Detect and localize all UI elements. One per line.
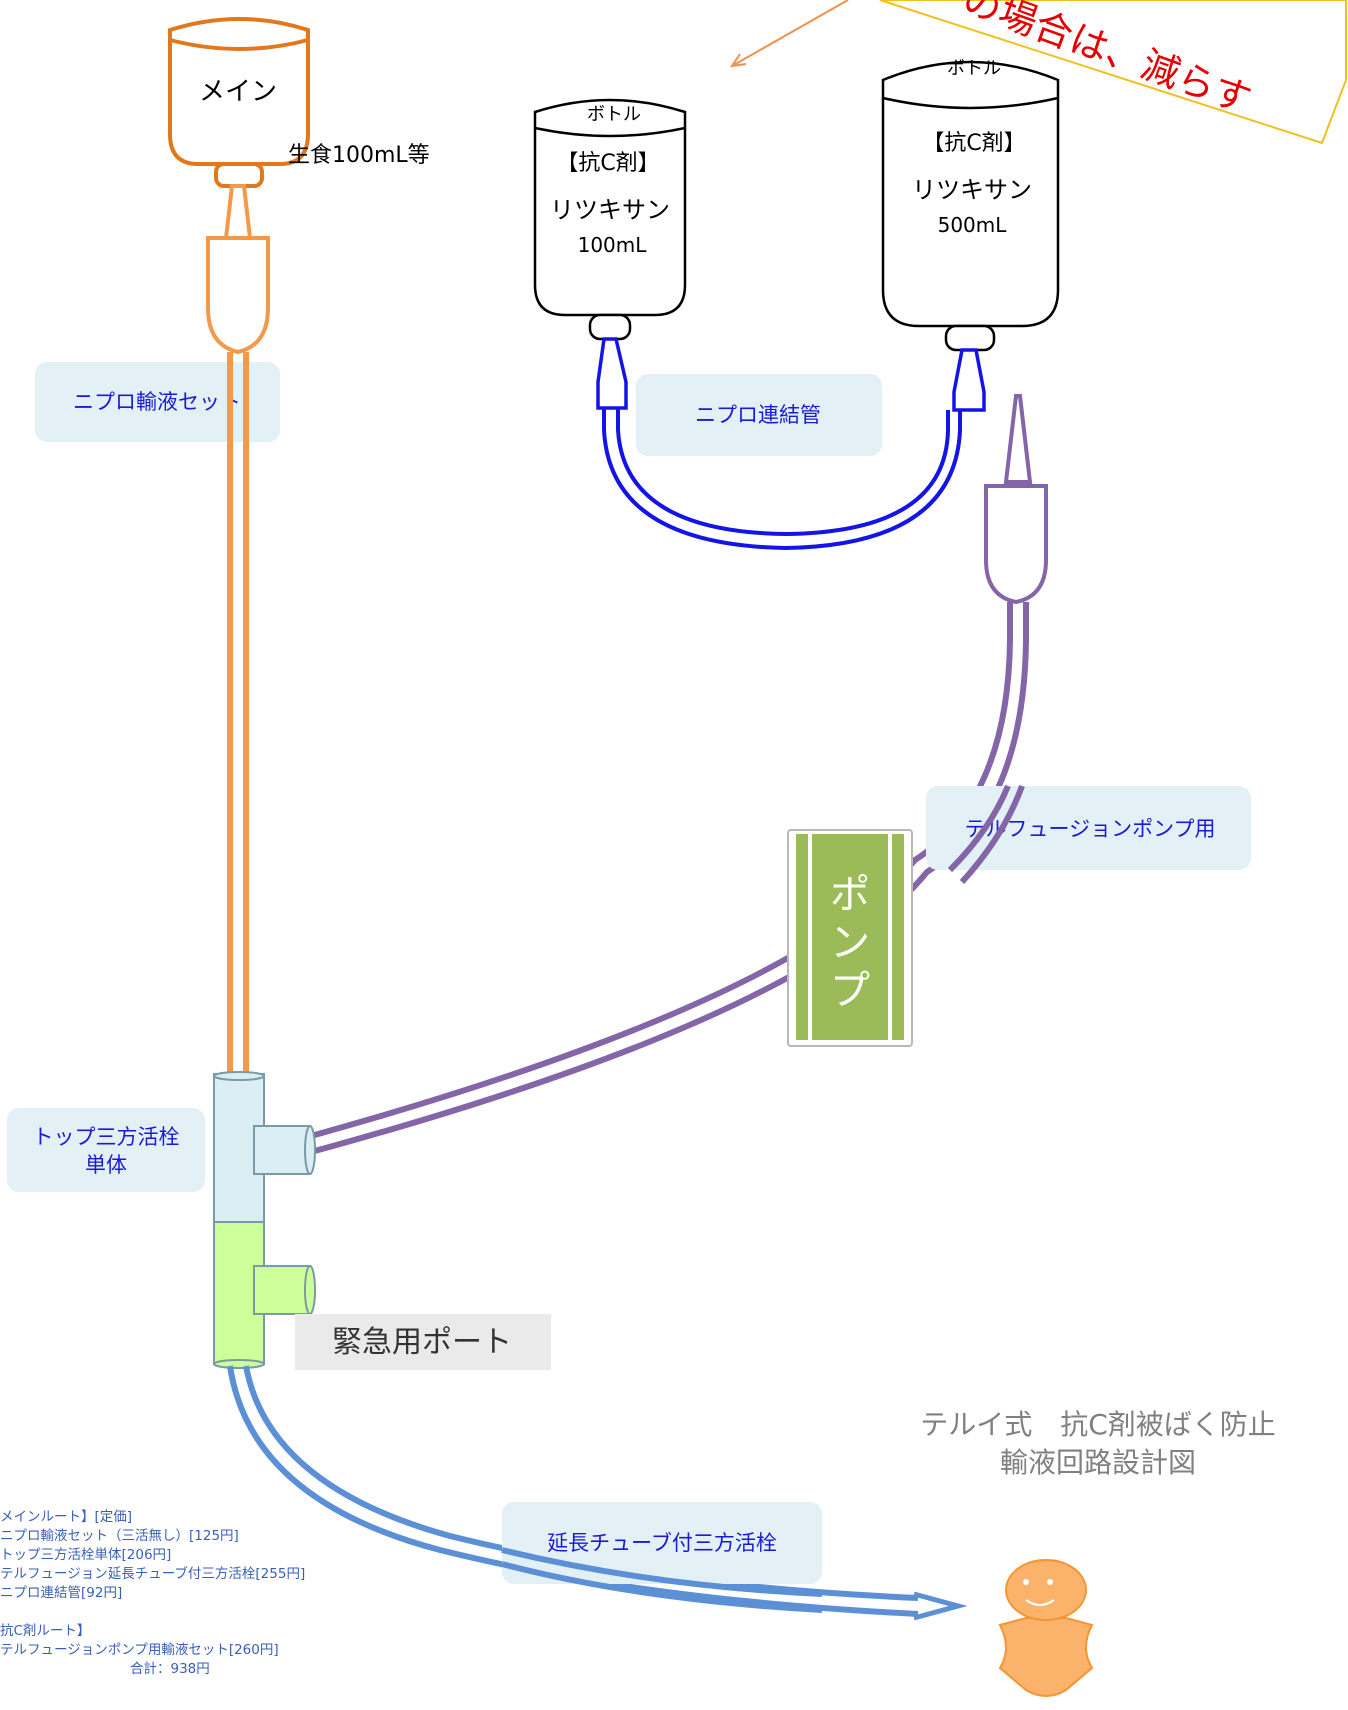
main-bag-contents: 生食100mL等 <box>288 143 430 168</box>
design-title-line2: 輸液回路設計図 <box>1000 1446 1196 1479</box>
label-top-stopcock-line2: 単体 <box>85 1153 127 1177</box>
design-title-line1: テルイ式 抗C剤被ばく防止 <box>920 1408 1276 1441</box>
cost-main-item: トップ三方活栓単体[206円] <box>0 1547 172 1563</box>
label-extension-tube: 延長チューブ付三方活栓 <box>502 1502 822 1584</box>
pump-label-char-3: プ <box>830 968 870 1014</box>
label-nipro-infusion-set-text: ニプロ輸液セット <box>73 390 241 414</box>
bottle-500ml: ボトル 【抗C剤】 リツキサン 500mL <box>881 58 1060 352</box>
label-emergency-port-text: 緊急用ポート <box>332 1325 512 1360</box>
label-terufusion-pump: テルフュージョンポンプ用 <box>926 786 1251 870</box>
main-drip-chamber <box>206 184 270 355</box>
pump-drip-chamber <box>984 394 1048 605</box>
cost-main-item: ニプロ輸液セット（三活無し）[125円] <box>0 1528 239 1544</box>
bottle-500ml-body <box>881 60 1060 328</box>
patient-icon <box>998 1559 1094 1697</box>
main-line-overlay <box>227 362 249 442</box>
cost-main-item: ニプロ連結管[92円] <box>0 1585 123 1601</box>
bottle-500ml-category: 【抗C剤】 <box>922 131 1025 156</box>
main-line <box>227 352 249 1074</box>
label-nipro-infusion-set: ニプロ輸液セット <box>35 362 280 442</box>
cost-main-item: テルフュージョン延長チューブ付三方活栓[255円] <box>0 1566 306 1582</box>
bottle-100ml-category: 【抗C剤】 <box>556 151 659 176</box>
main-bag-label: メイン <box>199 77 277 107</box>
pump-line <box>310 602 1029 1155</box>
bottle-100ml-header: ボトル <box>587 104 641 125</box>
label-nipro-connector: ニプロ連結管 <box>636 374 882 456</box>
main-bag-port <box>214 162 264 188</box>
pump-line-overlay <box>947 784 1025 885</box>
label-nipro-connector-text: ニプロ連結管 <box>695 403 821 427</box>
bottle-500ml-port <box>944 324 996 352</box>
cost-chemo-item: テルフュージョンポンプ用輸液セット[260円] <box>0 1642 279 1658</box>
bottle-100ml-port <box>588 313 632 341</box>
emergency-stopcock <box>213 1221 316 1369</box>
label-top-stopcock: トップ三方活栓 単体 <box>7 1108 205 1192</box>
bottle-500ml-header: ボトル <box>947 58 1001 79</box>
pump-label: ポ ン プ <box>830 872 870 1014</box>
main-bag: メイン <box>168 17 310 188</box>
extension-tube-overlay <box>501 1547 823 1613</box>
cost-main-route-header: メインルート】[定価] <box>0 1509 133 1525</box>
label-top-stopcock-line1: トップ三方活栓 <box>33 1125 180 1149</box>
cost-breakdown: メインルート】[定価] ニプロ輸液セット（三活無し）[125円] トップ三方活栓… <box>0 1508 420 1679</box>
cost-spacer <box>0 1603 420 1622</box>
arrow-head-icon <box>729 53 747 68</box>
bottle-100ml: ボトル 【抗C剤】 リツキサン 100mL <box>533 98 687 341</box>
banner-pointer-arrow <box>731 0 849 67</box>
main-bag-body <box>168 17 310 166</box>
label-extension-tube-text: 延長チューブ付三方活栓 <box>547 1531 777 1555</box>
bottle-500ml-volume: 500mL <box>938 213 1008 237</box>
cost-chemo-route-header: 抗C剤ルート】 <box>0 1623 91 1639</box>
bottle-100ml-body <box>533 98 687 317</box>
bottle-100ml-volume: 100mL <box>578 233 648 257</box>
pump-label-char-2: ン <box>830 920 870 966</box>
nipro-connector-tube <box>596 337 986 551</box>
cost-total: 合計：938円 <box>130 1661 210 1677</box>
arrow-head-icon <box>913 1591 968 1621</box>
bottle-500ml-drug: リツキサン <box>912 176 1032 204</box>
pump-device: ポ ン プ <box>787 829 913 1047</box>
label-emergency-port: 緊急用ポート <box>295 1314 551 1370</box>
bottle-100ml-drug: リツキサン <box>550 196 670 224</box>
top-stopcock <box>213 1071 316 1223</box>
pump-label-char-1: ポ <box>830 872 870 918</box>
